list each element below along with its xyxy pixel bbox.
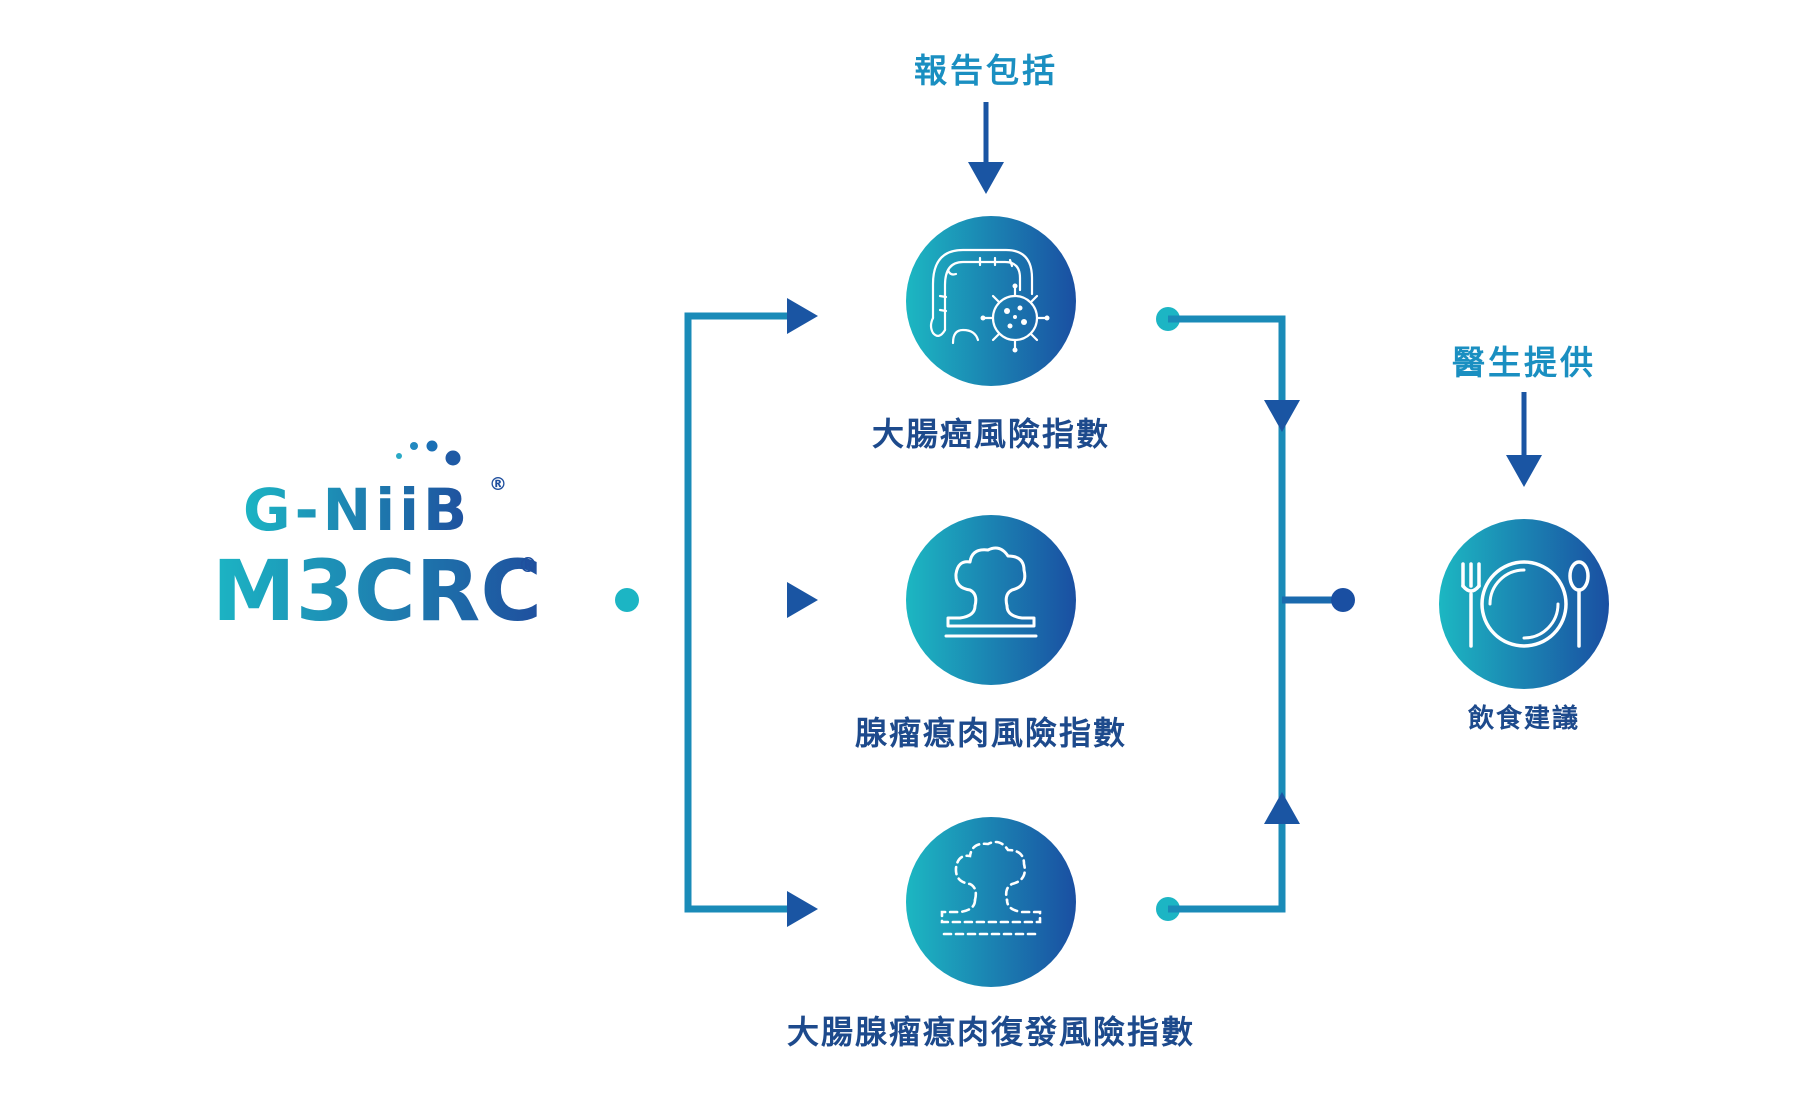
report-1-circle: [906, 216, 1076, 386]
arrow-to-report-2: [787, 582, 818, 618]
logo-registered-top: ®: [489, 474, 507, 495]
report-header: 報告包括: [914, 51, 1058, 90]
report-2-circle: [906, 515, 1076, 685]
brand-logo: G-NiiB ® M3CRC ®: [212, 440, 542, 640]
arrow-up-right-bus: [1264, 792, 1300, 824]
advice-label: 飲食建議: [1467, 703, 1580, 734]
connector-lines: [615, 298, 1355, 927]
merge-node-dot: [1331, 588, 1355, 612]
logo-registered-bottom: ®: [518, 553, 538, 577]
report-1-label: 大腸癌風險指數: [872, 415, 1110, 453]
plate-fork-spoon-icon: [1461, 560, 1590, 648]
arrow-to-report-3: [787, 891, 818, 927]
advice-circle: [1439, 519, 1609, 689]
logo-dots: [396, 440, 461, 466]
doctor-header-arrowhead: [1506, 455, 1542, 487]
left-bus-line: [684, 312, 788, 913]
arrow-to-report-1: [787, 298, 818, 334]
report-header-group: 報告包括: [914, 51, 1058, 194]
report-item-colorectal-cancer: 大腸癌風險指數: [872, 216, 1110, 453]
right-bus-line: [1168, 315, 1286, 913]
logo-brand-bottom: M3CRC: [212, 542, 542, 640]
report-item-adenoma-polyp: 腺瘤瘜肉風險指數: [855, 515, 1127, 752]
report-2-label: 腺瘤瘜肉風險指數: [855, 714, 1127, 752]
doctor-header: 醫生提供: [1452, 343, 1596, 382]
advice-item-diet: 飲食建議: [1439, 519, 1609, 734]
arrow-down-right-bus: [1264, 400, 1300, 432]
logo-brand-top: G-NiiB: [243, 476, 471, 544]
report-3-circle: [906, 817, 1076, 987]
doctor-header-group: 醫生提供: [1452, 343, 1596, 487]
dashed-polyp-icon: [940, 840, 1042, 936]
report-3-label: 大腸腺瘤瘜肉復發風險指數: [787, 1013, 1195, 1051]
polyp-icon: [944, 546, 1038, 638]
colon-with-virus-icon: [929, 248, 1050, 353]
report-item-recurrence: 大腸腺瘤瘜肉復發風險指數: [787, 817, 1195, 1051]
report-header-arrowhead: [968, 162, 1004, 194]
